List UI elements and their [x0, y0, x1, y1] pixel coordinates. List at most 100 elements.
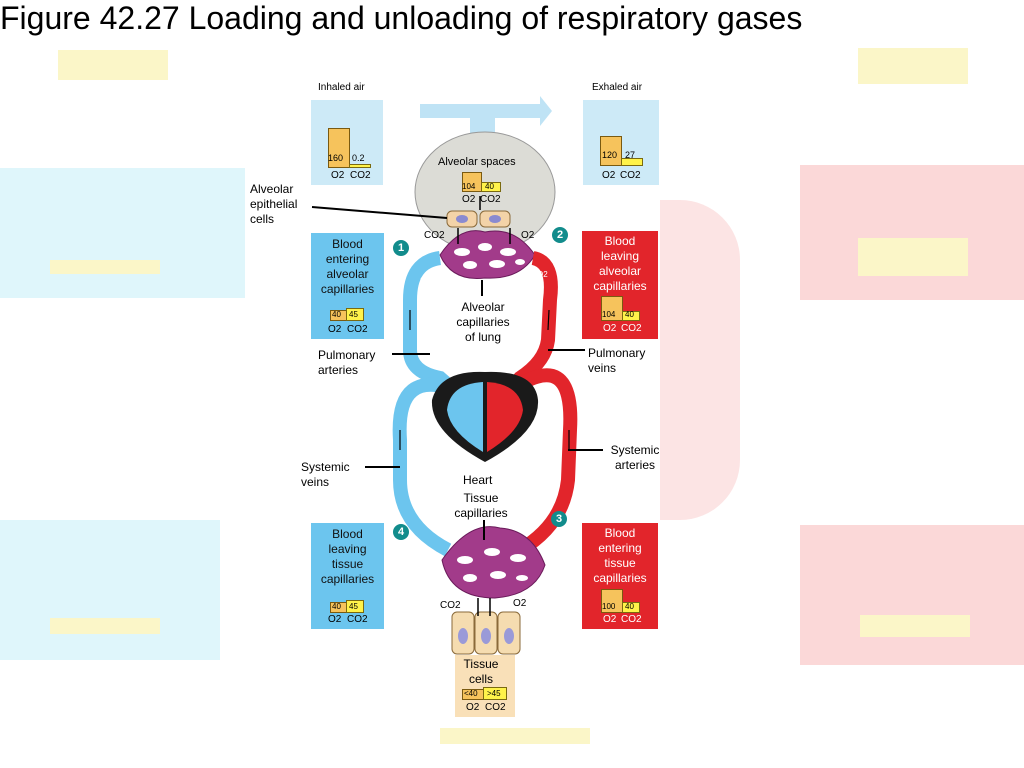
bg-left-top-bar: [50, 260, 160, 274]
step-3-badge: 3: [551, 511, 567, 527]
exhaled-o2-axis: O2: [602, 170, 616, 181]
bg-left-bottom-panel: [0, 520, 220, 660]
inhaled-co2-bar: [349, 164, 371, 168]
tissue-cells-illustration: [451, 611, 521, 655]
epithelial-pointer: [311, 206, 448, 219]
vessel-co2-top-label: CO2: [420, 276, 437, 285]
lung-o2-label: O2: [521, 230, 535, 241]
panel-1-co2-value: 45: [349, 310, 358, 319]
alveolar-o2-axis: O2: [462, 194, 476, 205]
bg-bottom-bar: [440, 728, 590, 744]
alveolar-co2-value: 40: [485, 182, 494, 191]
bg-top-right-bar: [858, 48, 968, 84]
panel-2-o2-axis: O2: [603, 323, 617, 334]
tissue-co2-label: CO2: [440, 600, 461, 611]
vessel-o2-top-label: O2: [537, 270, 548, 279]
tissue-capillaries-label: Tissue capillaries: [454, 491, 508, 520]
tissue-cells-box: [455, 655, 515, 717]
vessel-o2-bottom-label: O2: [525, 503, 536, 512]
panel-2: [582, 231, 658, 339]
heart-label: Heart: [463, 473, 493, 487]
exhaled-co2-bar: [621, 158, 643, 166]
inhaled-air-label: Inhaled air: [318, 82, 365, 93]
figure-title: Figure 42.27 Loading and unloading of re…: [0, 0, 803, 36]
inhaled-o2-value: 160: [328, 153, 344, 163]
panel-1: [311, 233, 384, 339]
panel-3-o2-bar: [601, 589, 623, 613]
alveolar-o2-value: 104: [462, 182, 476, 191]
systemic-artery-vessel: [503, 368, 578, 557]
tissue-co2-value: >45: [487, 689, 501, 698]
alveolar-spaces-label: Alveolar spaces: [438, 156, 516, 168]
bg-left-bottom-bar: [50, 618, 160, 634]
panel-1-o2-axis: O2: [328, 324, 342, 335]
panel-1-co2-axis: CO2: [347, 324, 368, 335]
airflow-arrow: [420, 104, 540, 150]
step-4-badge: 4: [393, 524, 409, 540]
bg-right-top-bar: [858, 238, 968, 276]
vessel-co2-bottom-label: CO2: [426, 510, 443, 519]
heart-deoxy-chamber: [447, 382, 483, 452]
panel-4-co2-bar: [346, 600, 364, 613]
epithelial-nucleus-right: [489, 215, 501, 223]
panel-2-label: Blood leaving alveolar capillaries: [593, 234, 647, 293]
inhaled-o2-bar: [328, 128, 350, 168]
panel-3-co2-axis: CO2: [621, 614, 642, 625]
panel-1-label: Blood entering alveolar capillaries: [320, 237, 375, 296]
panel-3-o2-value: 100: [602, 602, 616, 611]
bg-top-left-bar: [58, 50, 168, 80]
alveolar-capillaries-label: Alveolar capillaries of lung: [456, 300, 510, 344]
panel-1-co2-bar: [346, 308, 364, 321]
tissue-co2-axis: CO2: [485, 702, 506, 713]
bg-right-top-panel: [800, 165, 1024, 300]
systemic-veins-label: Systemic veins: [301, 460, 350, 489]
panel-4-label: Blood leaving tissue capillaries: [320, 527, 375, 586]
panel-4-o2-value: 40: [332, 602, 341, 611]
panel-4-co2-axis: CO2: [347, 614, 368, 625]
alveolar-co2-axis: CO2: [480, 194, 501, 205]
pulmonary-artery-vessel: [403, 251, 470, 406]
exhaled-o2-value: 120: [602, 150, 618, 160]
tissue-o2-value: <40: [464, 689, 478, 698]
alveolar-co2-bar: [481, 182, 501, 192]
tissue-cells-label: Tissue cells: [463, 657, 499, 686]
epithelial-cells-label: Alveolar epithelial cells: [250, 182, 298, 226]
panel-4-o2-axis: O2: [328, 614, 342, 625]
panel-3-label: Blood entering tissue capillaries: [593, 526, 647, 585]
bg-right-arc: [660, 200, 740, 520]
pulmonary-veins-label: Pulmonary veins: [588, 346, 646, 375]
panel-3-co2-bar: [622, 602, 640, 613]
epithelial-nucleus-left: [456, 215, 468, 223]
exhaled-o2-bar: [600, 136, 622, 166]
bg-right-bottom-bar: [860, 615, 970, 637]
step-2-badge: 2: [552, 227, 568, 243]
panel-2-o2-bar: [601, 296, 623, 321]
tissue-o2-label: O2: [513, 598, 527, 609]
lung-co2-label: CO2: [424, 230, 445, 241]
bg-left-top-panel: [0, 168, 245, 298]
tissue-o2-axis: O2: [466, 702, 480, 713]
exhaled-co2-value: 27: [625, 150, 636, 160]
panel-2-co2-value: 40: [625, 310, 634, 319]
inhaled-co2-axis: CO2: [350, 170, 371, 181]
step-1-badge: 1: [393, 240, 409, 256]
pulmonary-arteries-label: Pulmonary arteries: [318, 348, 376, 377]
exhaled-co2-axis: CO2: [620, 170, 641, 181]
inhaled-o2-axis: O2: [331, 170, 345, 181]
heart-oxy-chamber: [487, 382, 523, 452]
bg-right-bottom-panel: [800, 525, 1024, 665]
panel-2-co2-axis: CO2: [621, 323, 642, 334]
panel-1-o2-value: 40: [332, 310, 341, 319]
systemic-arteries-label: Systemic arteries: [610, 443, 660, 472]
airflow-arrowhead: [540, 96, 552, 126]
panel-2-o2-value: 104: [602, 310, 616, 319]
panel-2-co2-bar: [622, 311, 640, 321]
panel-3-o2-axis: O2: [603, 614, 617, 625]
exhaled-air-label: Exhaled air: [592, 82, 643, 93]
inhaled-co2-value: 0.2: [352, 153, 365, 163]
panel-3-co2-value: 40: [625, 602, 634, 611]
tissue-co2-bar: [483, 687, 507, 700]
panel-4-co2-value: 45: [349, 602, 358, 611]
pulmonary-vein-vessel: [496, 251, 558, 405]
